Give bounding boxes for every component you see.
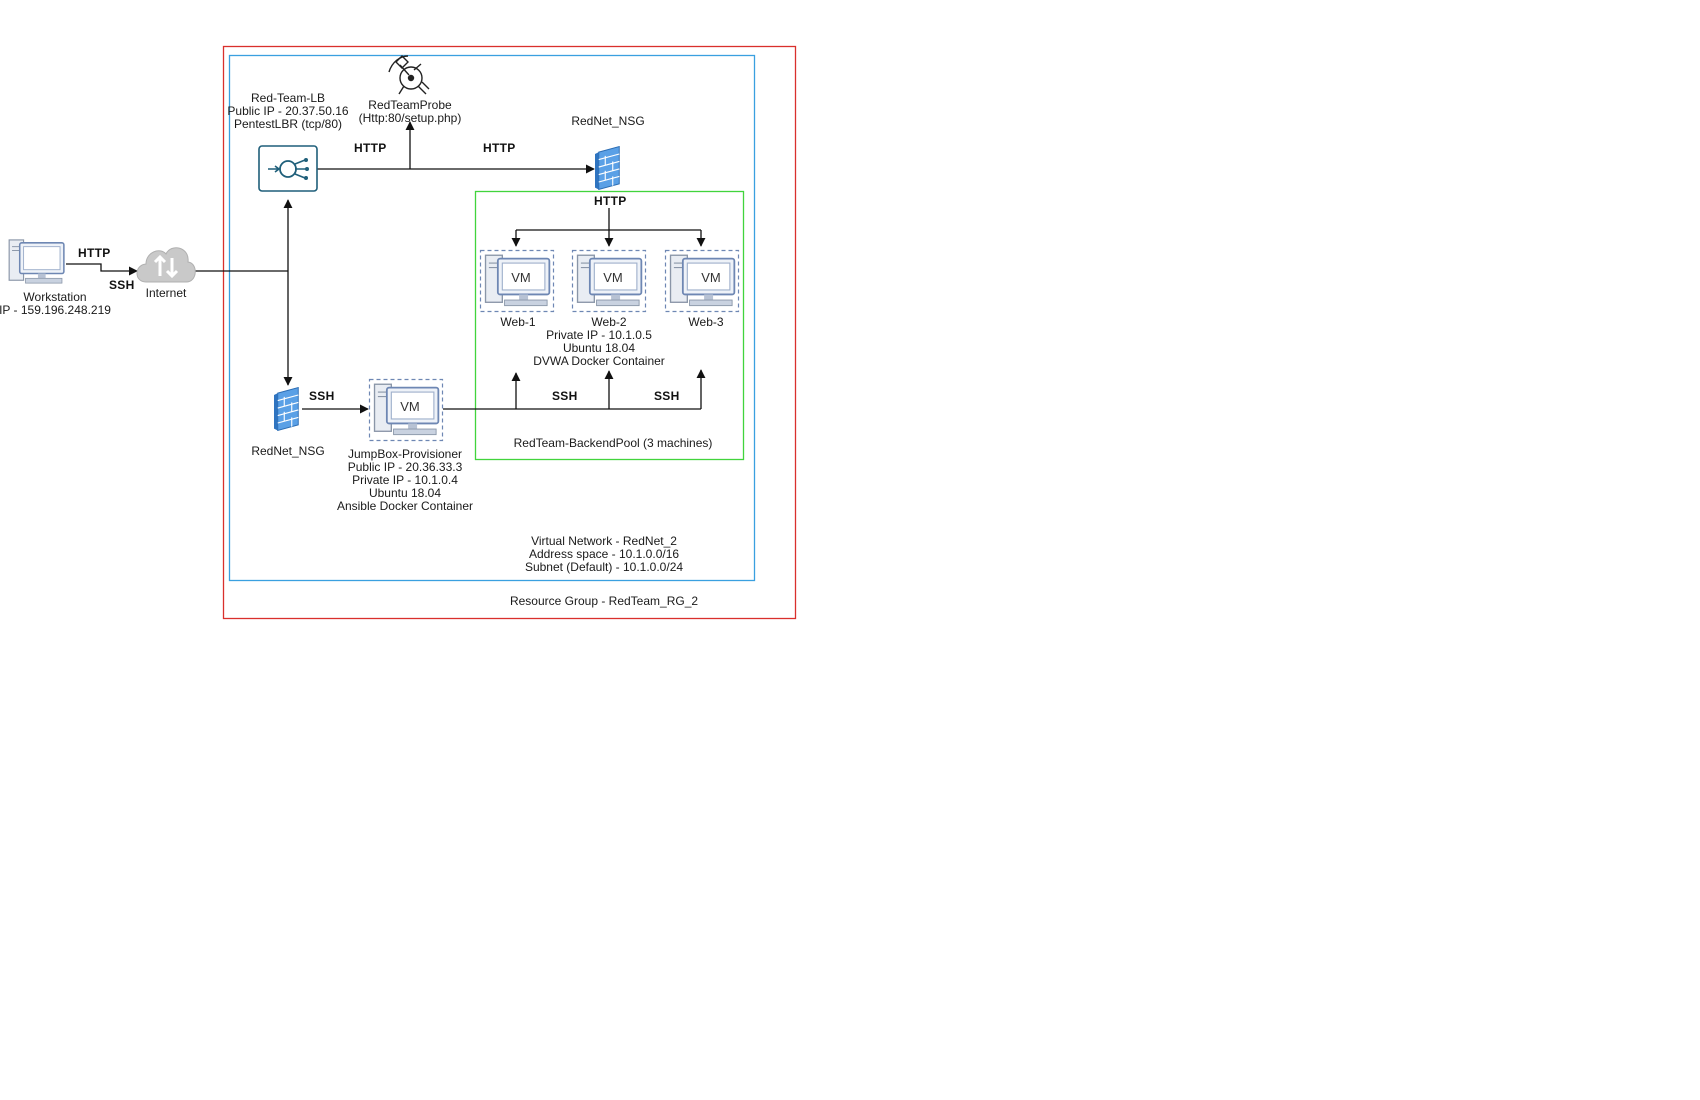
web-vm-name: Web-2 (591, 315, 626, 329)
web-vm-name: Web-3 (688, 315, 723, 329)
lb-name: Red-Team-LB (251, 91, 325, 105)
jumpbox-os: Ubuntu 18.04 (369, 486, 441, 500)
workstation: Workstation IP - 159.196.248.219 (0, 239, 111, 317)
ssh-label: SSH (552, 389, 578, 403)
http-label: HTTP (483, 141, 516, 155)
load-balancer-icon (258, 145, 318, 192)
probe-name: RedTeamProbe (368, 98, 452, 112)
jumpbox-name: JumpBox-Provisioner (348, 447, 462, 461)
firewall-icon (595, 146, 620, 190)
jumpbox-vm: VM JumpBox-Provisioner Public IP - 20.36… (337, 378, 473, 513)
nsg-bottom: RedNet_NSG (251, 387, 325, 458)
desktop-pc-icon (8, 239, 65, 284)
connection-lines (66, 121, 706, 414)
http-label: HTTP (354, 141, 387, 155)
resource-group-boundary (222, 45, 797, 620)
cloud-icon (136, 247, 196, 283)
virtual-network-boundary (228, 54, 756, 582)
vm-label: VM (701, 270, 721, 285)
probe-path: (Http:80/setup.php) (359, 111, 462, 125)
backend-pool-label: RedTeam-BackendPool (3 machines) (514, 436, 713, 450)
satellite-probe-icon (388, 55, 430, 95)
jumpbox-container: Ansible Docker Container (337, 499, 473, 513)
web-vm-name: Web-1 (500, 315, 535, 329)
vnet-name: Virtual Network - RedNet_2 (531, 534, 677, 548)
lb-public-ip: Public IP - 20.37.50.16 (227, 104, 349, 118)
web2-container: DVWA Docker Container (533, 354, 665, 368)
vm-label: VM (603, 270, 623, 285)
jumpbox-public-ip: Public IP - 20.36.33.3 (348, 460, 463, 474)
ssh-label: SSH (309, 389, 335, 403)
workstation-name: Workstation (23, 290, 86, 304)
vm-label: VM (511, 270, 531, 285)
firewall-icon (274, 387, 299, 431)
workstation-ip: IP - 159.196.248.219 (0, 303, 111, 317)
jumpbox-private-ip: Private IP - 10.1.0.4 (352, 473, 458, 487)
web-vm-2: VM Web-2 Private IP - 10.1.0.5 Ubuntu 18… (533, 249, 665, 368)
health-probe: RedTeamProbe (Http:80/setup.php) (359, 55, 462, 125)
backend-pool-boundary (474, 190, 745, 461)
vnet-address-space: Address space - 10.1.0.0/16 (529, 547, 679, 561)
resource-group-label: Resource Group - RedTeam_RG_2 (510, 594, 698, 608)
http-label: HTTP (78, 246, 111, 260)
nsg-top-label: RedNet_NSG (571, 114, 644, 128)
http-label: HTTP (594, 194, 627, 208)
internet: Internet (136, 247, 196, 300)
web2-os: Ubuntu 18.04 (563, 341, 635, 355)
nsg-top: RedNet_NSG (571, 114, 645, 190)
web2-private-ip: Private IP - 10.1.0.5 (546, 328, 652, 342)
vnet-subnet: Subnet (Default) - 10.1.0.0/24 (525, 560, 683, 574)
nsg-bottom-label: RedNet_NSG (251, 444, 324, 458)
vm-label: VM (400, 399, 420, 414)
web-vm-3: VM Web-3 (664, 249, 740, 329)
ssh-label: SSH (654, 389, 680, 403)
load-balancer: Red-Team-LB Public IP - 20.37.50.16 Pent… (227, 91, 349, 192)
internet-label: Internet (146, 286, 187, 300)
web-vm-1: VM Web-1 (479, 249, 555, 329)
ssh-label: SSH (109, 278, 135, 292)
lb-rule: PentestLBR (tcp/80) (234, 117, 342, 131)
